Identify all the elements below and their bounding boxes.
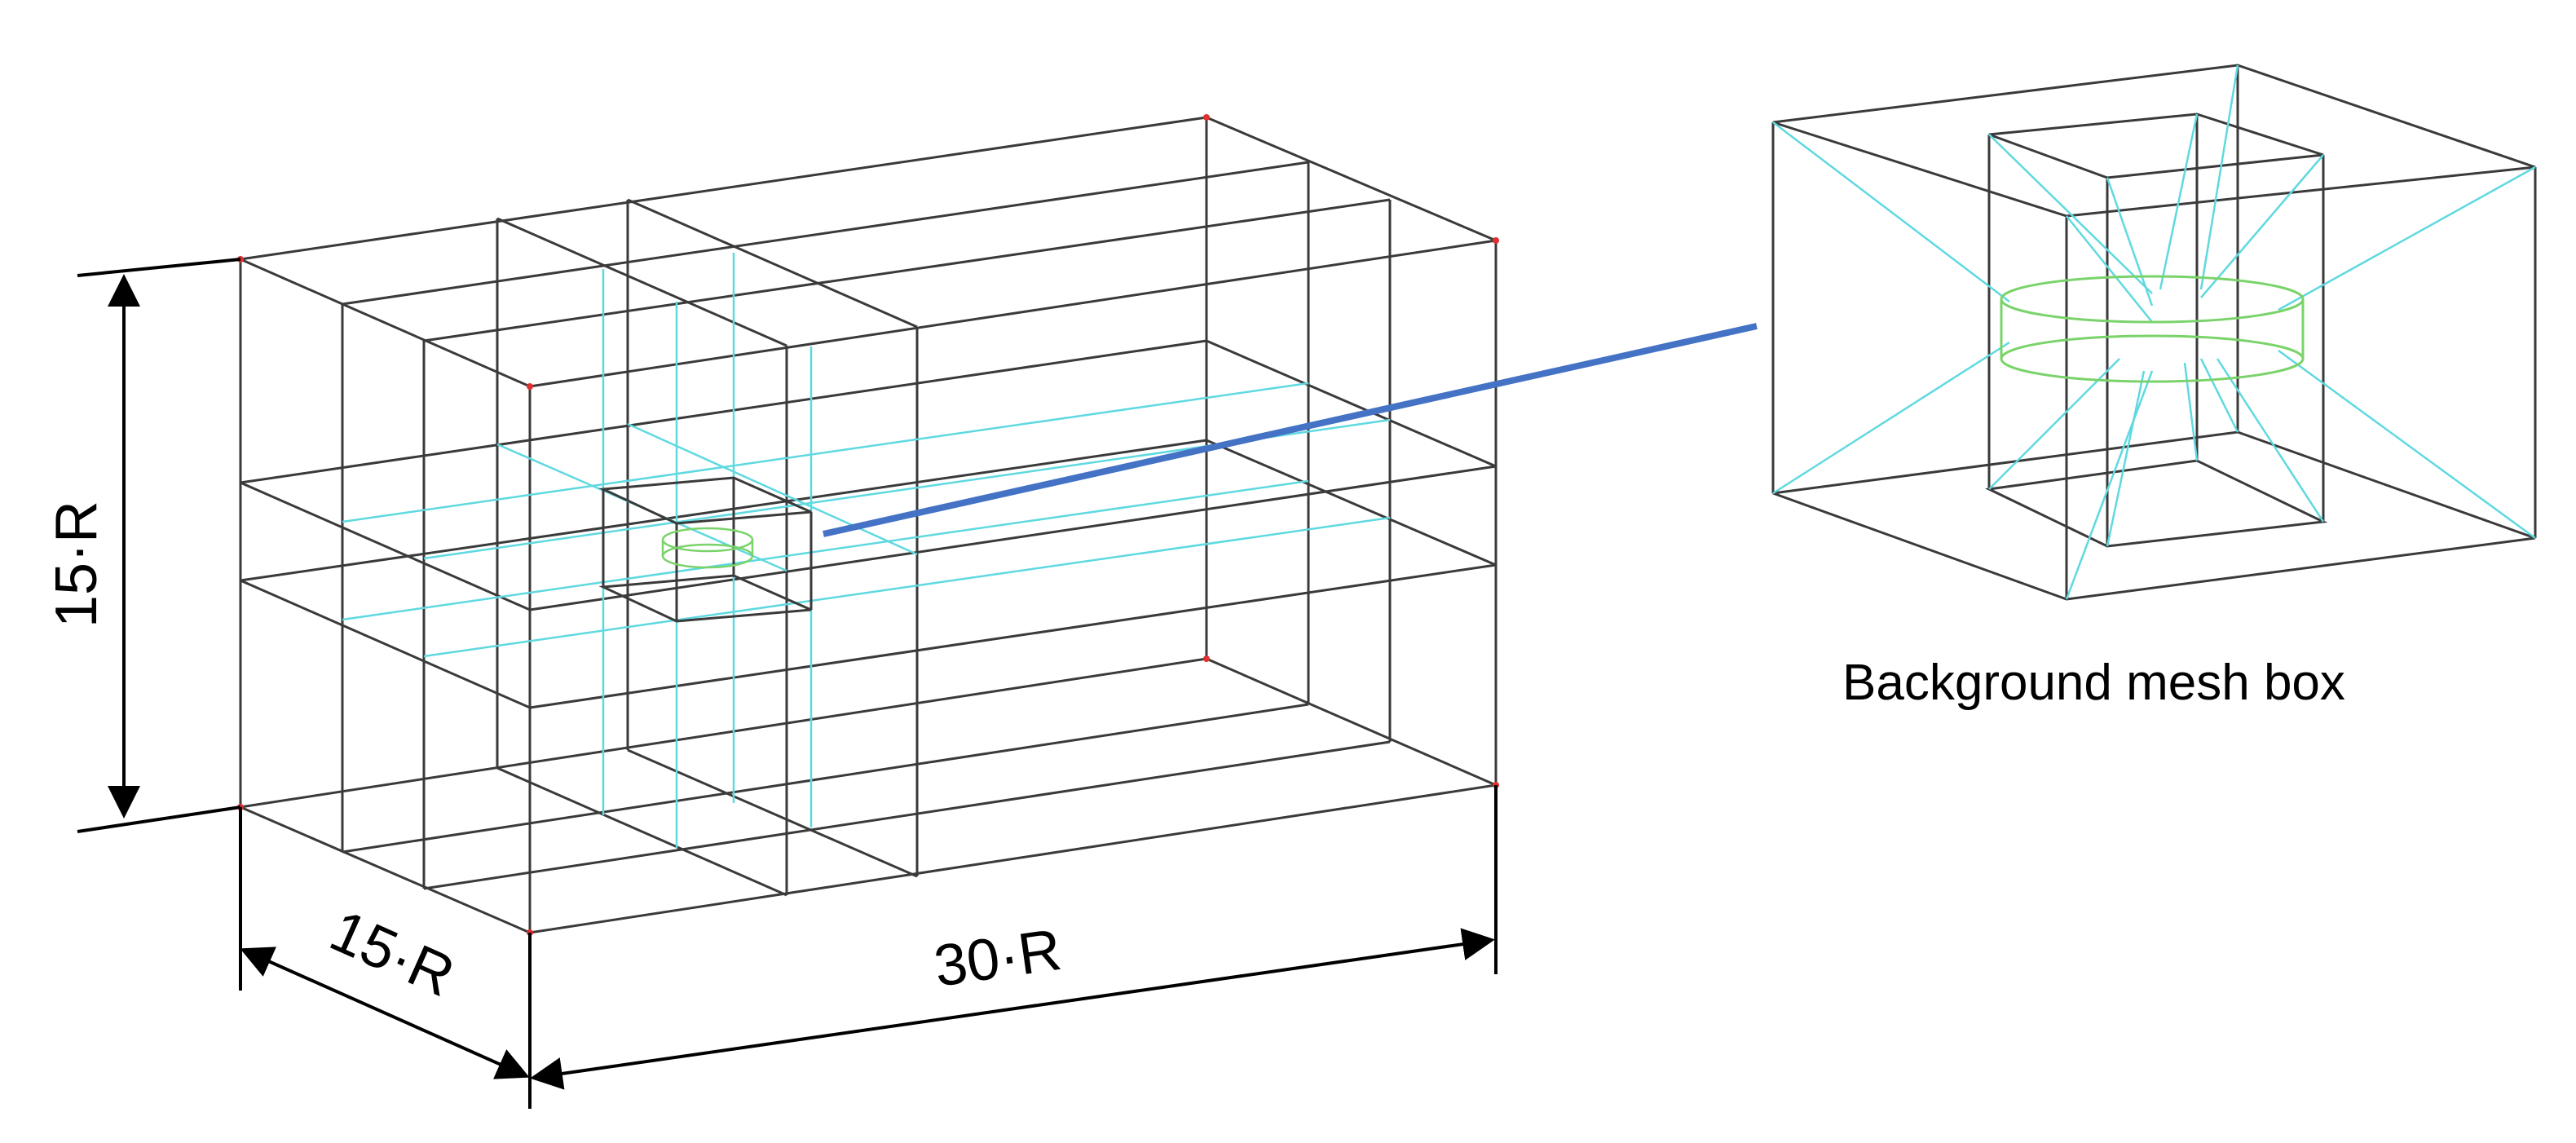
- depth-dimension: [239, 807, 532, 1109]
- depth-edge-top-right: [1206, 116, 1497, 242]
- zoom-pointer-line: [823, 323, 1758, 537]
- zoom-outer-bottom: [1772, 430, 2536, 601]
- length-dimension: [530, 785, 1498, 1090]
- depth-edge-bottom-right: [1206, 657, 1497, 787]
- zoomed-mesh-box: [1771, 64, 2537, 601]
- zoomed-inner-connections: [1772, 64, 2536, 600]
- zoom-inner-top: [1988, 113, 2324, 179]
- central-refinement-box: [598, 476, 813, 623]
- zoomed-cylinder: [2000, 275, 2305, 383]
- depth-edge-bottom-left: [240, 805, 531, 934]
- depth-edge-top-left: [240, 258, 531, 388]
- central-cylinder: [661, 527, 754, 569]
- height-dimension: [77, 258, 241, 833]
- height-dimension-label: 15·R: [44, 501, 109, 628]
- zoom-caption: Background mesh box: [1842, 655, 2345, 711]
- domain-inner-grid: [342, 253, 1391, 848]
- zoom-inner-bottom: [1984, 459, 2328, 548]
- length-dimension-label: 30·R: [930, 917, 1065, 1000]
- zoom-outer-top: [1772, 64, 2536, 218]
- domain-box-wireframe: [239, 116, 1498, 934]
